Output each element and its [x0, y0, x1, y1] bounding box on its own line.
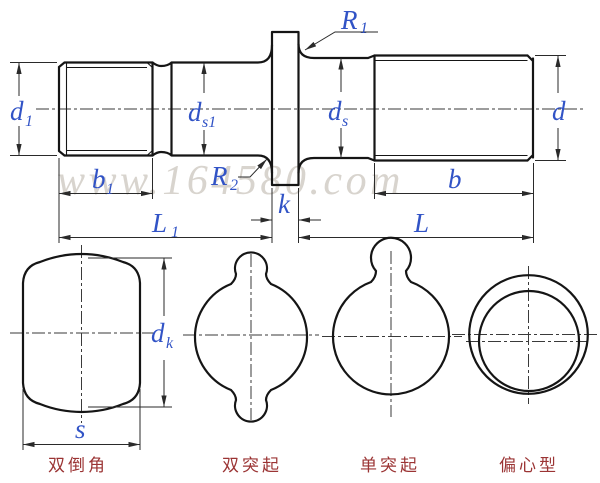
dim-label-ds1: d: [188, 97, 202, 127]
double-protrusion-outline: [193, 251, 309, 423]
centerlines-view4: [452, 266, 598, 404]
centerlines-view3: [322, 251, 462, 417]
head-view-single-protrusion: 单突起: [322, 236, 462, 476]
dim-sub-R1: 1: [360, 20, 368, 37]
shank-ds1-outline: [151, 43, 274, 175]
ext-lines-d: [535, 55, 566, 161]
single-protrusion-outline: [331, 236, 451, 396]
head-type-label-3: 偏心型: [499, 456, 559, 476]
ext-lines-s: [22, 389, 141, 450]
right-thread-minor-lines: [374, 59, 528, 157]
dim-label-s: s: [75, 414, 86, 444]
collar-outline: [270, 30, 300, 187]
right-thread-outline: [373, 54, 535, 162]
side-view: d 1 b 1 d s1 R 2 k L 1 R 1 d s d b L: [10, 5, 584, 243]
dim-label-k: k: [278, 189, 291, 219]
dim-label-d: d: [552, 96, 566, 126]
leader-R1: [304, 31, 378, 51]
left-thread-minor-lines: [65, 62, 153, 156]
dim-sub-ds1: s1: [202, 114, 216, 131]
dim-label-R1: R: [340, 5, 358, 35]
centerlines-view2: [183, 254, 319, 420]
ext-lines-collar-k: [271, 188, 299, 243]
dim-sub-ds: s: [342, 113, 348, 130]
dim-label-ds: d: [328, 96, 342, 126]
head-view-double-protrusion: 双突起: [183, 251, 319, 476]
head-type-label-2: 单突起: [360, 456, 420, 476]
dim-sub-L1: 1: [171, 224, 179, 241]
eccentric-outer-circle: [468, 274, 589, 395]
dim-sub-dk: k: [166, 335, 174, 352]
watermark-text: www.164580.com: [57, 158, 404, 204]
dim-label-d1: d: [10, 96, 24, 126]
double-chamfer-outline: [21, 252, 142, 414]
dim-sub-d1: 1: [25, 113, 33, 130]
dim-label-b1: b: [92, 164, 106, 194]
head-type-label-1: 双突起: [222, 456, 282, 476]
dim-sub-R2: 2: [230, 177, 238, 194]
dim-label-dk: d: [151, 318, 165, 348]
dim-label-L1: L: [151, 208, 167, 238]
head-view-eccentric: 偏心型: [452, 266, 598, 476]
shank-ds-outline: [297, 42, 376, 175]
dim-sub-b1: 1: [106, 181, 114, 198]
leader-R2: [238, 158, 268, 178]
left-thread-outline: [57, 61, 154, 157]
dim-label-b: b: [448, 164, 462, 194]
ext-lines-dk: [88, 257, 172, 408]
head-views: d k s 双倒角 双突起 单突起 偏心型: [10, 236, 598, 476]
ext-lines-b1-L1: [58, 158, 153, 243]
dim-label-L: L: [413, 208, 429, 238]
dim-label-R2: R: [210, 161, 228, 191]
head-view-double-chamfer: d k s 双倒角: [10, 245, 174, 476]
centerlines-view1: [10, 245, 158, 423]
head-type-label-0: 双倒角: [48, 456, 108, 476]
eccentric-inner-circle: [477, 289, 581, 393]
